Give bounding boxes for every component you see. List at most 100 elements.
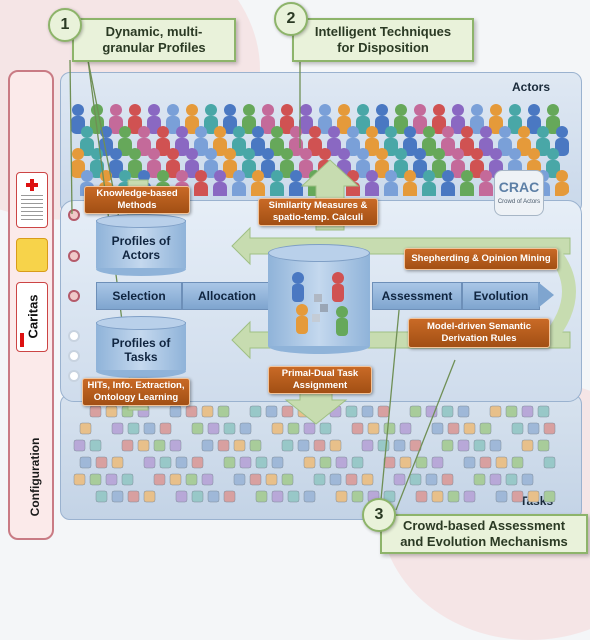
crowd-person-body — [403, 182, 417, 196]
task-puzzle-piece — [361, 405, 374, 418]
task-puzzle-piece — [127, 422, 140, 435]
crowd-person-body — [441, 138, 455, 156]
crowd-person-head — [119, 170, 131, 182]
task-puzzle-piece — [185, 405, 198, 418]
stage-allocation: Allocation — [182, 282, 272, 310]
task-puzzle-piece — [89, 439, 102, 452]
crowd-person-body — [451, 160, 465, 178]
crowd-person-head — [233, 126, 245, 138]
task-puzzle-piece — [297, 439, 310, 452]
task-puzzle-piece — [441, 439, 454, 452]
crowd-person-head — [547, 104, 559, 116]
callout-1: Dynamic, multi- granular Profiles — [72, 18, 236, 62]
task-puzzle-piece — [527, 490, 540, 503]
callout-3: Crowd-based Assessment and Evolution Mec… — [380, 514, 588, 554]
task-puzzle-piece — [351, 456, 364, 469]
task-puzzle-piece — [457, 405, 470, 418]
crowd-person-body — [422, 182, 436, 196]
crowd-person-head — [214, 126, 226, 138]
task-puzzle-piece — [319, 456, 332, 469]
crowd-person-head — [119, 126, 131, 138]
task-puzzle-piece — [201, 439, 214, 452]
task-puzzle-piece — [345, 473, 358, 486]
callout-3-line1: Crowd-based Assessment — [402, 518, 566, 533]
crowd-person-head — [452, 148, 464, 160]
profiles-of-actors-label-2: Actors — [121, 248, 160, 262]
task-puzzle-piece — [111, 456, 124, 469]
crowd-person-body — [251, 138, 265, 156]
task-puzzle-piece — [409, 473, 422, 486]
task-puzzle-piece — [105, 405, 118, 418]
crac-logo: CRAC Crowd of Actors — [494, 170, 544, 216]
crowd-person-body — [213, 138, 227, 156]
crowd-person-head — [518, 126, 530, 138]
crowd-person-body — [318, 116, 332, 134]
crowd-person-body — [109, 160, 123, 178]
crowd-person-head — [490, 148, 502, 160]
callout-3-number: 3 — [362, 498, 396, 532]
crowd-person-head — [81, 170, 93, 182]
task-puzzle-piece — [239, 456, 252, 469]
crowd-person-head — [195, 170, 207, 182]
crowd-person-head — [205, 104, 217, 116]
crowd-person-body — [270, 182, 284, 196]
task-puzzle-piece — [489, 405, 502, 418]
task-puzzle-piece — [175, 456, 188, 469]
similarity-measures-line1: Similarity Measures & — [268, 200, 368, 211]
task-puzzle-piece — [537, 405, 550, 418]
crowd-person-head — [509, 104, 521, 116]
task-puzzle-piece — [431, 490, 444, 503]
crowd-person-head — [528, 104, 540, 116]
crowd-person-head — [224, 104, 236, 116]
crowd-person-head — [404, 126, 416, 138]
crowd-person-head — [262, 148, 274, 160]
profiles-of-tasks-db: Profiles of Tasks — [96, 316, 186, 378]
crowd-person-head — [195, 126, 207, 138]
crowd-person-body — [175, 138, 189, 156]
task-puzzle-piece — [543, 490, 556, 503]
task-puzzle-piece — [361, 439, 374, 452]
task-puzzle-piece — [233, 439, 246, 452]
crowd-person-body — [356, 116, 370, 134]
task-puzzle-piece — [223, 490, 236, 503]
primal-dual-task-line2: Assignment — [292, 380, 348, 391]
task-puzzle-piece — [527, 422, 540, 435]
task-puzzle-piece — [169, 405, 182, 418]
crowd-person-head — [110, 104, 122, 116]
crowd-person-head — [176, 126, 188, 138]
task-puzzle-piece — [319, 422, 332, 435]
task-puzzle-piece — [207, 422, 220, 435]
task-puzzle-piece — [457, 439, 470, 452]
task-puzzle-piece — [143, 456, 156, 469]
crowd-person-body — [204, 160, 218, 178]
task-puzzle-piece — [95, 490, 108, 503]
task-puzzle-piece — [255, 456, 268, 469]
task-puzzle-piece — [217, 405, 230, 418]
task-puzzle-piece — [425, 473, 438, 486]
crowd-person-head — [309, 126, 321, 138]
connector-dot — [68, 330, 80, 342]
connector-dot — [68, 350, 80, 362]
profiles-of-tasks-label-1: Profiles of — [111, 336, 171, 350]
crowd-person-body — [394, 116, 408, 134]
crowd-person-body — [365, 138, 379, 156]
crowd-person-body — [166, 160, 180, 178]
crowd-person-head — [81, 126, 93, 138]
crowd-person-body — [289, 182, 303, 196]
task-puzzle-piece — [463, 490, 476, 503]
crowd-person-head — [243, 104, 255, 116]
crowd-person-head — [157, 126, 169, 138]
task-puzzle-piece — [175, 490, 188, 503]
crowd-person-head — [281, 148, 293, 160]
crowd-person-head — [148, 104, 160, 116]
crowd-person-body — [71, 116, 85, 134]
task-puzzle-piece — [313, 439, 326, 452]
callout-1-number: 1 — [48, 8, 82, 42]
task-puzzle-piece — [217, 439, 230, 452]
task-puzzle-piece — [303, 422, 316, 435]
crowd-person-head — [72, 148, 84, 160]
crowd-person-body — [299, 116, 313, 134]
task-puzzle-piece — [169, 473, 182, 486]
task-puzzle-piece — [79, 422, 92, 435]
crowd-person-head — [537, 126, 549, 138]
